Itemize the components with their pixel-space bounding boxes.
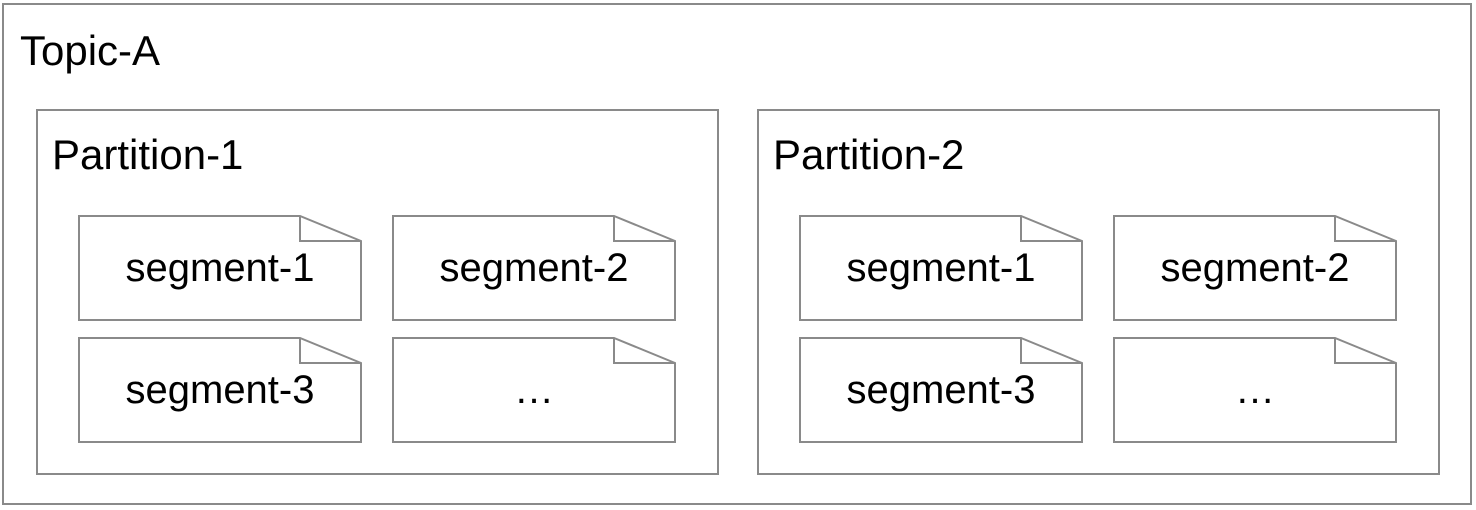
segment-label: segment-1 [125,245,315,290]
segment-label: segment-3 [846,367,1036,412]
segment-label: … [1235,367,1275,412]
segment-label: segment-2 [1160,245,1350,290]
document-icon [78,337,362,443]
segment-file: segment-2 [392,215,676,321]
segment-file: segment-2 [1113,215,1397,321]
segment-label: … [514,367,554,412]
document-icon [392,337,676,443]
document-icon [78,215,362,321]
partition-1-box: Partition-1 segment-1 segment-2 segment-… [36,109,719,475]
segment-label: segment-2 [439,245,629,290]
topic-title: Topic-A [20,27,161,74]
partition-title: Partition-2 [773,131,965,178]
topic-box: Topic-A Partition-1 segment-1 segment-2 … [2,3,1472,505]
segment-label: segment-3 [125,367,315,412]
segment-file: … [1113,337,1397,443]
document-icon [799,337,1083,443]
segment-label: segment-1 [846,245,1036,290]
partition-2-box: Partition-2 segment-1 segment-2 segment-… [757,109,1440,475]
segment-file: segment-3 [78,337,362,443]
document-icon [392,215,676,321]
document-icon [1113,337,1397,443]
segment-file: segment-3 [799,337,1083,443]
segment-file: segment-1 [78,215,362,321]
document-icon [799,215,1083,321]
segment-file: segment-1 [799,215,1083,321]
segment-file: … [392,337,676,443]
partition-title: Partition-1 [52,131,244,178]
document-icon [1113,215,1397,321]
